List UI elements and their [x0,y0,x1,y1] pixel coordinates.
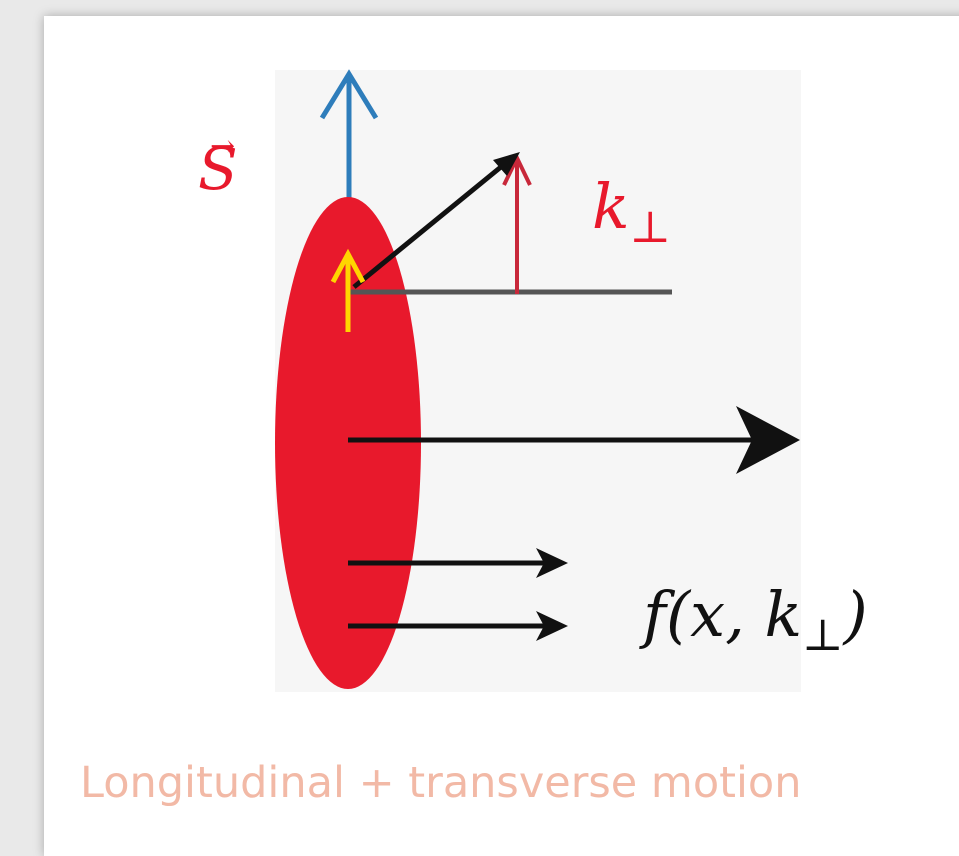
spin-vector-label: → S [198,135,238,203]
function-suffix: ) [843,578,867,651]
function-perp-subscript: ⊥ [802,610,843,661]
spin-axis-arrow [322,74,376,200]
figure-caption: Longitudinal + transverse motion [80,758,802,808]
kperp-symbol: k [592,170,630,243]
momentum-vector-arrow [354,152,520,287]
perp-subscript: ⊥ [630,202,671,253]
kperp-label: k⊥ [592,170,671,243]
vector-arrow-mark: → [210,129,235,164]
kperp-component-arrow [504,158,530,294]
function-prefix: f(x, k [643,578,802,651]
distribution-function-label: f(x, k⊥) [643,578,868,651]
